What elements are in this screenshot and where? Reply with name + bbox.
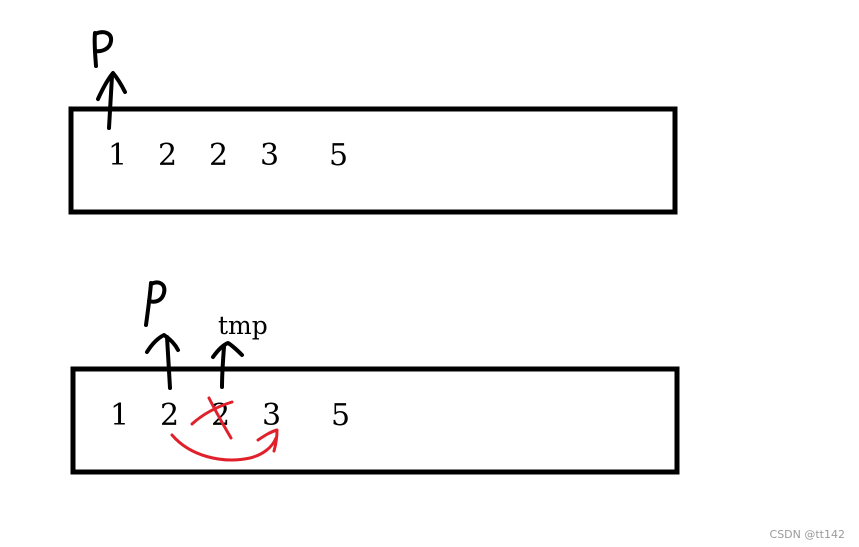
array-value-top-0: 1 [108, 138, 127, 173]
array-value-bottom-4: 5 [331, 398, 350, 433]
pointer-arrow-bottom [145, 333, 180, 390]
red-swap-arrow [170, 428, 279, 462]
panel-bottom: P tmp 1 2 2 3 5 [70, 280, 680, 475]
panel-top: P 1 2 2 3 5 [68, 30, 678, 215]
array-value-top-2: 2 [209, 138, 228, 173]
array-value-bottom-1: 2 [160, 398, 179, 433]
array-value-top-3: 3 [260, 138, 279, 173]
array-value-top-1: 2 [158, 138, 177, 173]
array-box-bottom [70, 366, 680, 475]
pointer-p-bottom: P [144, 280, 167, 327]
pointer-p-top: P [92, 30, 114, 68]
red-cross-mark [190, 396, 234, 440]
array-value-top-4: 5 [329, 138, 348, 173]
array-value-bottom-0: 1 [110, 398, 129, 433]
tmp-arrow [211, 341, 244, 389]
array-value-bottom-3: 3 [262, 398, 281, 433]
array-box-top [68, 106, 678, 215]
watermark: CSDN @tt142 [769, 528, 845, 541]
tmp-label: tmp [218, 311, 268, 340]
pointer-arrow-top [96, 71, 127, 130]
